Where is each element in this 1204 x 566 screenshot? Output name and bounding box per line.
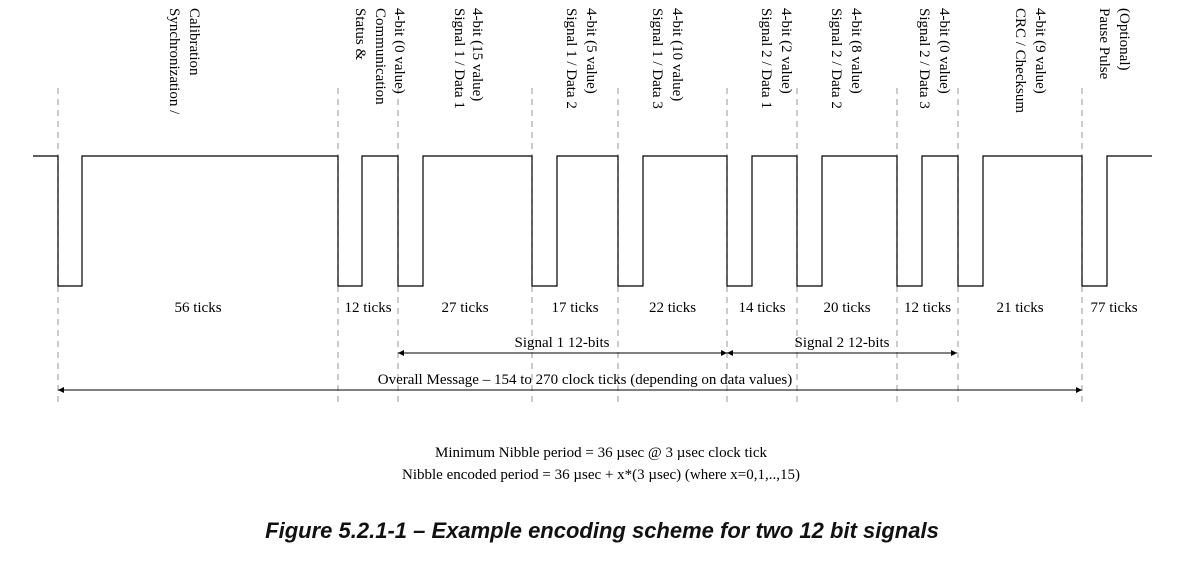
- segment-label-10-line-2: (Optional): [1116, 8, 1132, 70]
- tick-count-10: 77 ticks: [1090, 300, 1137, 316]
- segment-label-9-line-2: 4-bit (9 value): [1032, 8, 1048, 94]
- segment-label-5-line-2: 4-bit (10 value): [669, 8, 685, 101]
- segment-label-2-line-3: 4-bit (0 value): [391, 8, 407, 94]
- encoding-diagram: Synchronization /Calibration Status &Comm…: [33, 8, 1152, 483]
- overall-span: Overall Message – 154 to 270 clock ticks…: [58, 372, 1082, 393]
- tick-count-7: 20 ticks: [823, 300, 870, 316]
- tick-count-3: 27 ticks: [441, 300, 488, 316]
- segment-label-8-line-1: Signal 2 / Data 3: [916, 8, 932, 109]
- segment-label-7-line-1: Signal 2 / Data 2: [828, 8, 844, 109]
- segment-label-3-line-1: Signal 1 / Data 1: [451, 8, 467, 109]
- overall-span-label: Overall Message – 154 to 270 clock ticks…: [378, 372, 792, 388]
- segment-label-2-line-2: Communication: [372, 8, 388, 105]
- segment-label-4-line-2: 4-bit (5 value): [583, 8, 599, 94]
- segment-label-1-line-2: Calibration: [186, 8, 202, 76]
- tick-count-2: 12 ticks: [344, 300, 391, 316]
- segment-label-10-line-1: Pause Pulse: [1096, 8, 1112, 80]
- signal-waveform: [33, 155, 1152, 287]
- segment-dividers: [57, 88, 1083, 402]
- segment-label-9-line-1: CRC / Checksum: [1012, 8, 1028, 113]
- segment-label-2-line-1: Status &: [352, 8, 368, 60]
- segment-labels: Synchronization /Calibration Status &Comm…: [166, 8, 1132, 115]
- segment-label-6-line-1: Signal 2 / Data 1: [758, 8, 774, 109]
- tick-count-6: 14 ticks: [738, 300, 785, 316]
- segment-label-3-line-2: 4-bit (15 value): [469, 8, 485, 101]
- segment-label-7-line-2: 4-bit (8 value): [848, 8, 864, 94]
- tick-count-4: 17 ticks: [551, 300, 598, 316]
- tick-count-5: 22 ticks: [649, 300, 696, 316]
- tick-count-8: 12 ticks: [904, 300, 951, 316]
- segment-label-8-line-2: 4-bit (0 value): [936, 8, 952, 94]
- tick-count-1: 56 ticks: [174, 300, 221, 316]
- segment-label-4-line-1: Signal 1 / Data 2: [563, 8, 579, 109]
- signal2-span: Signal 2 12-bits: [727, 335, 957, 356]
- segment-label-1-line-1: Synchronization /: [166, 8, 182, 115]
- segment-label-5-line-1: Signal 1 / Data 3: [649, 8, 665, 109]
- nibble-period-note: Minimum Nibble period = 36 µsec @ 3 µsec…: [435, 445, 767, 461]
- nibble-encoded-note: Nibble encoded period = 36 µsec + x*(3 µ…: [402, 467, 800, 483]
- signal1-span: Signal 1 12-bits: [398, 335, 727, 356]
- tick-count-9: 21 ticks: [996, 300, 1043, 316]
- tick-counts: 56 ticks 12 ticks 27 ticks 17 ticks 22 ticks…: [174, 300, 1137, 316]
- figure-caption: Figure 5.2.1-1 – Example encoding scheme…: [265, 518, 939, 543]
- segment-label-6-line-2: 4-bit (2 value): [778, 8, 794, 94]
- signal1-span-label: Signal 1 12-bits: [514, 335, 609, 351]
- signal2-span-label: Signal 2 12-bits: [794, 335, 889, 351]
